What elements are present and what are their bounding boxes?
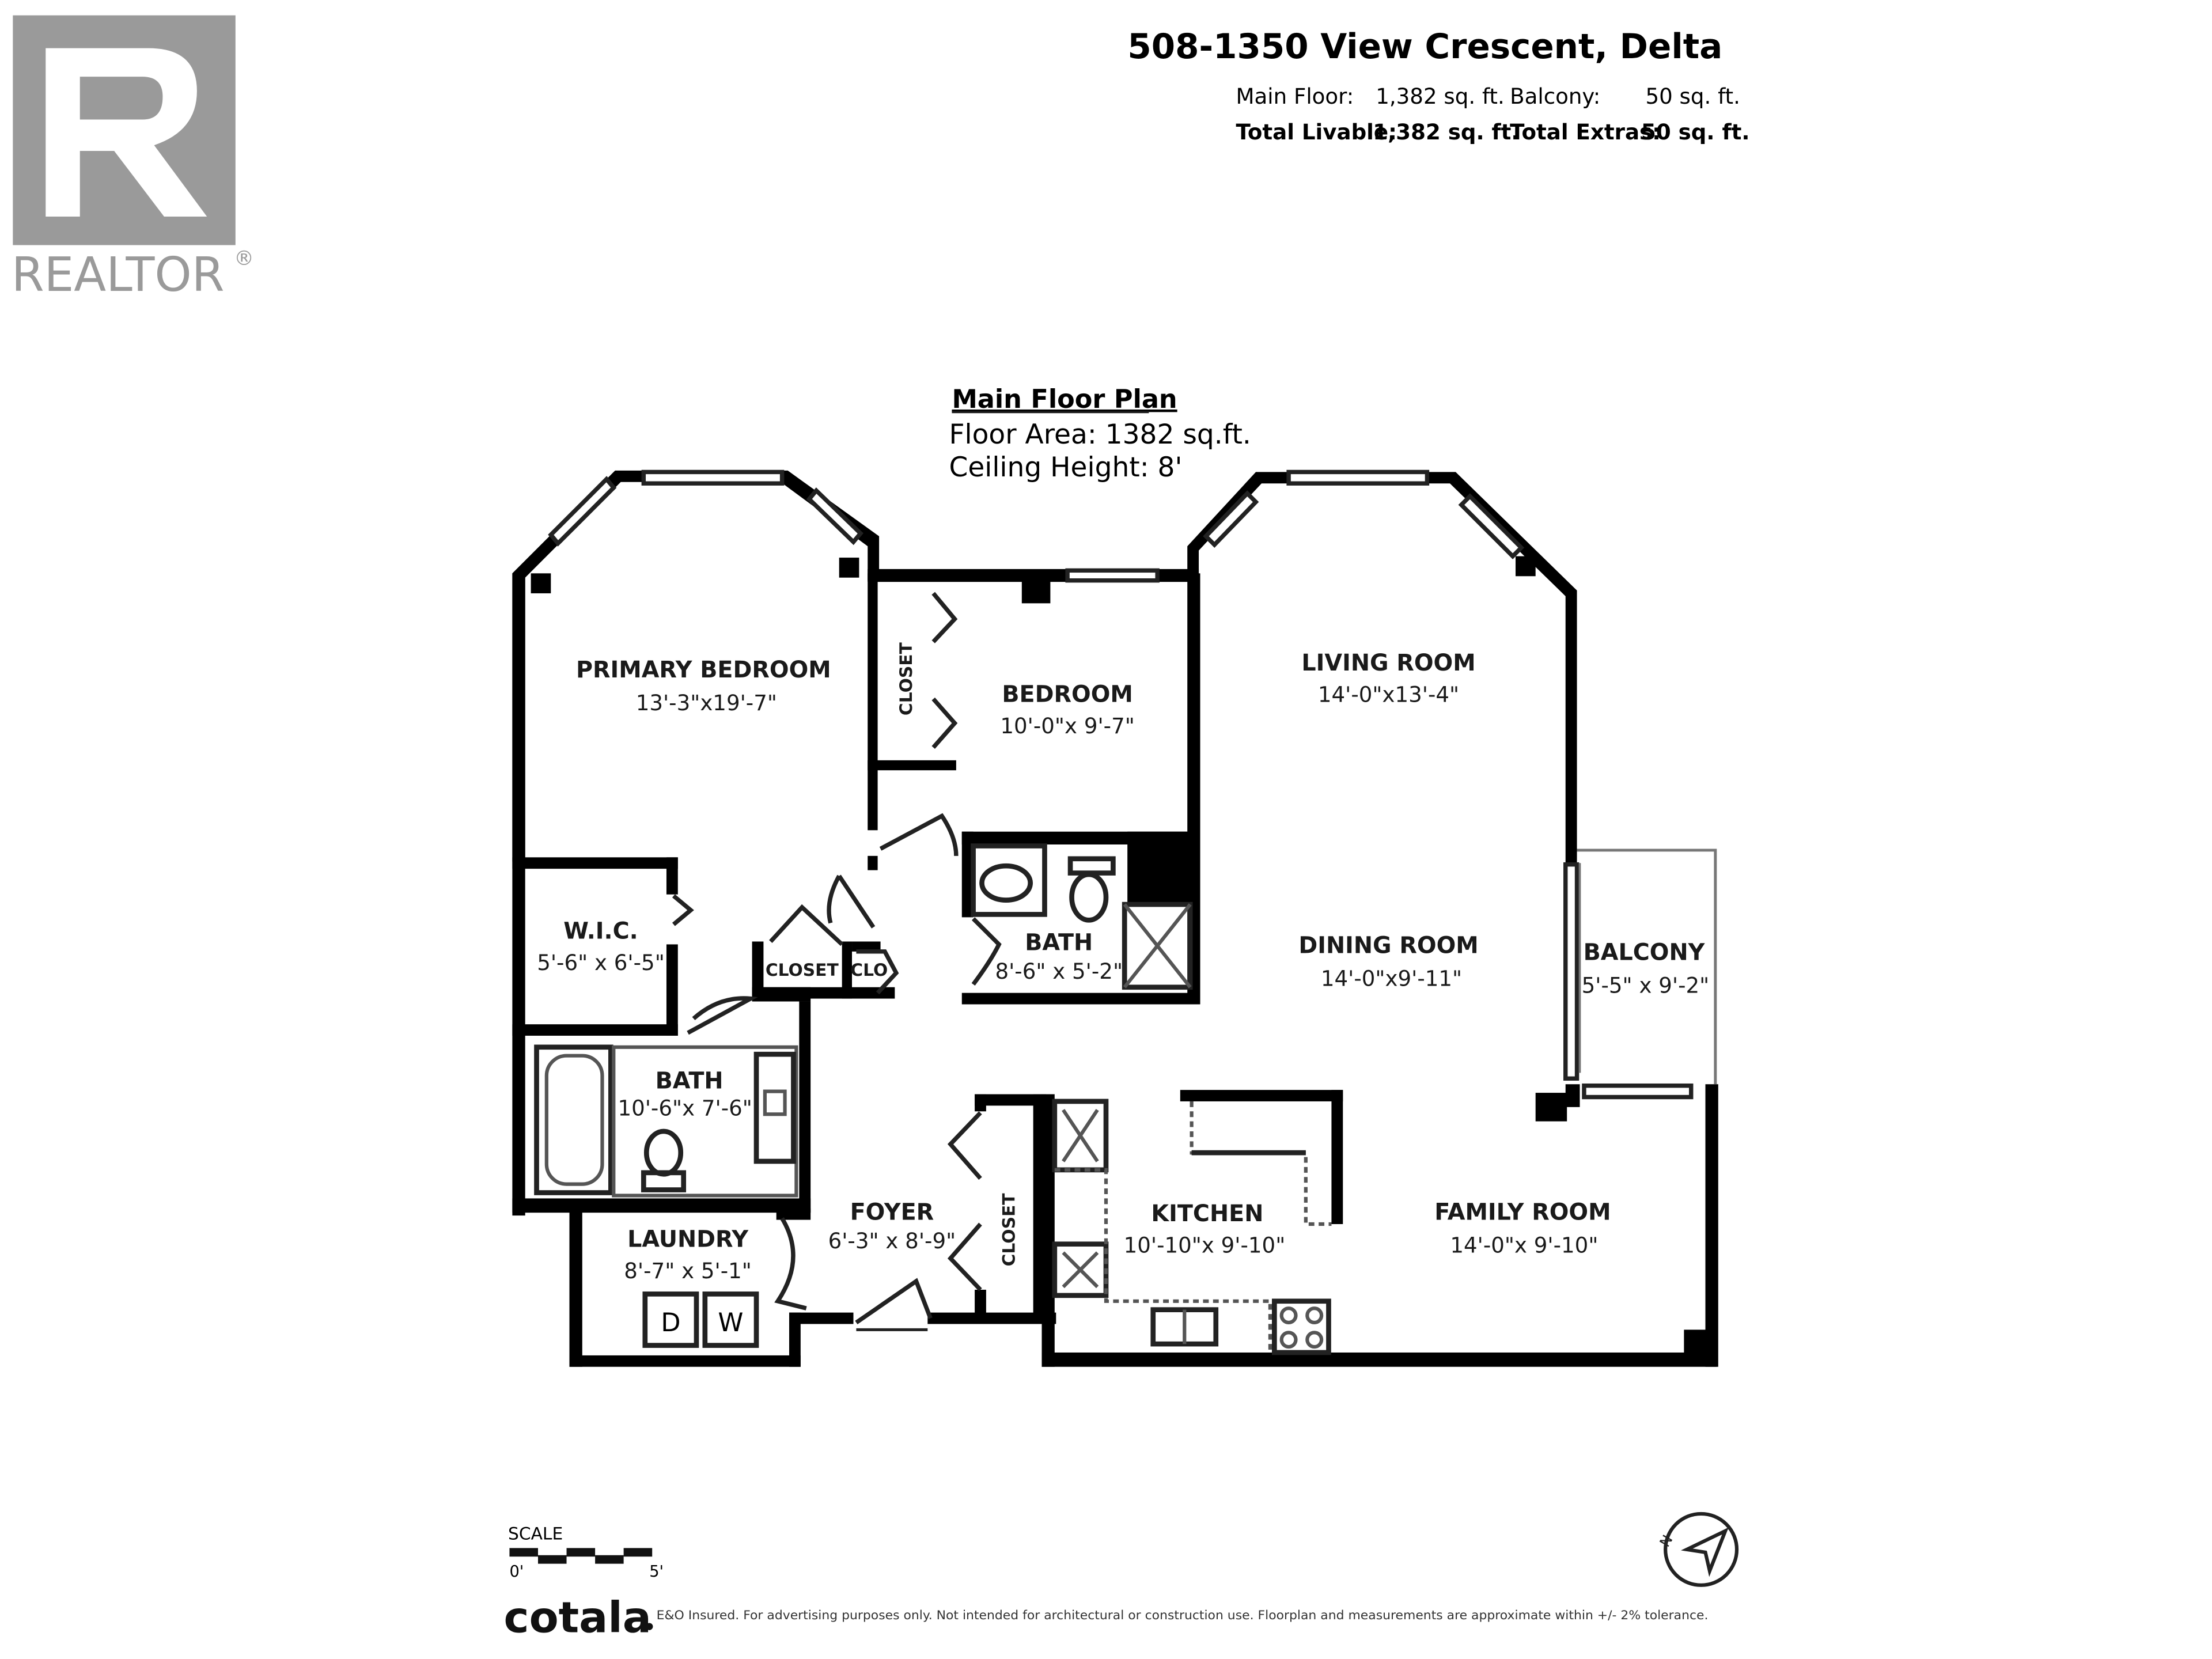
disclaimer-text: E&O Insured. For advertising purposes on… <box>657 1608 1709 1622</box>
hall-closet-label: CLOSET <box>766 960 839 980</box>
wic-name: W.I.C. <box>563 918 638 945</box>
floor-area-text: Floor Area: 1382 sq.ft. <box>949 419 1251 450</box>
realtor-registered-mark: ® <box>234 247 254 270</box>
plan-info: Main Floor Plan Floor Area: 1382 sq.ft. … <box>949 384 1251 483</box>
small-bath-name: BATH <box>1025 929 1093 956</box>
toilet-icon <box>641 1128 687 1192</box>
primary-bedroom-name: PRIMARY BEDROOM <box>576 657 831 683</box>
balcony-area-value: 50 sq. ft. <box>1645 84 1740 109</box>
brand-logo: cotala <box>504 1593 652 1643</box>
total-livable-value: 1,382 sq. ft. <box>1373 120 1519 145</box>
hall-clo-label: CLO <box>850 960 888 980</box>
scale-five-label: 5' <box>649 1563 664 1581</box>
small-bath-dims: 8'-6" x 5'-2" <box>995 959 1123 984</box>
total-extras-value: 50 sq. ft. <box>1641 120 1749 145</box>
bedroom-closet-label: CLOSET <box>896 642 916 715</box>
scale-bar: SCALE 0' 5' <box>508 1524 664 1581</box>
washer-icon: W <box>702 1291 759 1348</box>
balcony-dims: 5'-5" x 9'-2" <box>1582 974 1710 998</box>
room-labels: PRIMARY BEDROOM 13'-3"x19'-7" BEDROOM 10… <box>537 642 1709 1283</box>
header: 508-1350 View Crescent, Delta Main Floor… <box>1127 27 1749 145</box>
balcony-outline <box>1577 849 1717 1085</box>
bedroom-name: BEDROOM <box>1002 681 1132 707</box>
kitchen-name: KITCHEN <box>1151 1200 1263 1227</box>
total-livable-label: Total Livable: <box>1236 120 1397 145</box>
main-floor-label: Main Floor: <box>1236 84 1354 109</box>
family-room-dims: 14'-0"x 9'-10" <box>1450 1233 1598 1258</box>
svg-text:N: N <box>1656 1532 1676 1550</box>
scale-zero-label: 0' <box>509 1563 524 1581</box>
plan-title: Main Floor Plan <box>952 384 1177 414</box>
kitchen-sink-icon <box>1150 1307 1219 1347</box>
realtor-logo-icon: REALTOR ® <box>12 15 254 302</box>
primary-bedroom-dims: 13'-3"x19'-7" <box>636 691 777 715</box>
dryer-label: D <box>661 1308 680 1338</box>
balcony-area-label: Balcony: <box>1510 84 1600 109</box>
main-bath-dims: 10'-6"x 7'-6" <box>618 1096 752 1121</box>
toilet-icon <box>1067 856 1116 923</box>
foyer-name: FOYER <box>850 1199 934 1226</box>
living-room-name: LIVING ROOM <box>1301 650 1475 676</box>
family-room-name: FAMILY ROOM <box>1434 1199 1611 1226</box>
scale-label: SCALE <box>508 1524 563 1544</box>
ceiling-height-text: Ceiling Height: 8' <box>949 452 1182 483</box>
laundry-name: LAUNDRY <box>627 1226 749 1253</box>
doors <box>672 592 1002 1331</box>
foyer-closet-label: CLOSET <box>999 1193 1019 1267</box>
shower-icon <box>1122 902 1193 990</box>
main-bath-name: BATH <box>656 1068 724 1094</box>
dining-room-dims: 14'-0"x9'-11" <box>1321 966 1462 991</box>
realtor-logo-text: REALTOR <box>12 248 225 302</box>
laundry-dims: 8'-7" x 5'-1" <box>624 1259 752 1283</box>
dining-room-name: DINING ROOM <box>1298 932 1478 959</box>
foyer-dims: 6'-3" x 8'-9" <box>828 1229 956 1253</box>
balcony-name: BALCONY <box>1584 940 1706 966</box>
listing-address: 508-1350 View Crescent, Delta <box>1127 27 1722 67</box>
bathtub-icon <box>534 1044 613 1195</box>
footer: cotala E&O Insured. For advertising purp… <box>504 1593 1709 1643</box>
kitchen-dims: 10'-10"x 9'-10" <box>1124 1233 1286 1258</box>
main-floor-value: 1,382 sq. ft. <box>1376 84 1505 109</box>
fixtures: D W <box>534 843 1332 1355</box>
north-compass-icon: N <box>1656 1512 1739 1587</box>
dryer-icon: D <box>642 1291 699 1348</box>
stove-icon <box>1272 1298 1331 1355</box>
total-extras-label: Total Extras: <box>1510 120 1661 145</box>
windows <box>548 469 1694 1100</box>
living-room-dims: 14'-0"x13'-4" <box>1318 682 1459 707</box>
wic-dims: 5'-6" x 6'-5" <box>537 950 665 975</box>
washer-label: W <box>718 1308 743 1338</box>
bedroom-dims: 10'-0"x 9'-7" <box>1000 714 1134 738</box>
